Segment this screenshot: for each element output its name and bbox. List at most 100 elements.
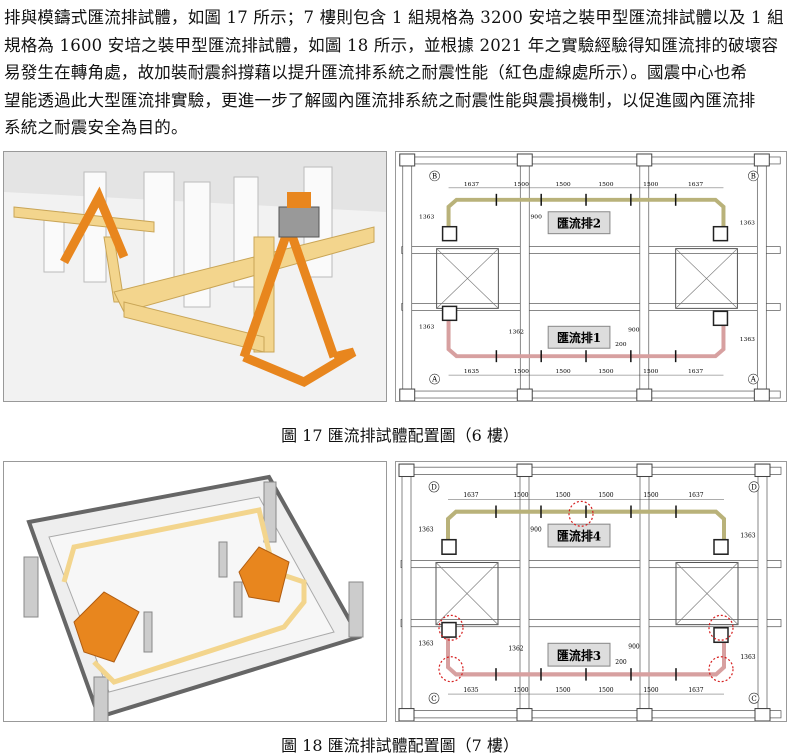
support-frame [713,538,729,555]
dimension-label: 1500 [514,368,529,375]
grid-axis-label: C [431,694,437,703]
column [639,463,650,720]
grid-axis-marker [748,481,760,493]
paragraph-line: 易發生在轉角處，故加裝耐震斜撐藉以提升匯流排系統之耐震性能（紅色虛線處所示）。國… [4,63,748,82]
plan-bg [396,462,786,721]
support-frame [441,538,457,555]
dimension-label: 1362 [509,328,524,335]
label-box [547,642,611,667]
column-cap [753,153,770,167]
beam [400,710,782,719]
column-cap [636,463,653,478]
fig17-caption: 圖 17 匯流排試體配置圖（6 樓） [281,426,519,445]
grid-axis-label: C [751,694,757,703]
grid-axis-marker [428,481,440,493]
column-cap [398,463,415,478]
paragraph-line: 系統之耐震安全為目的。 [4,118,188,137]
dimension-label: 1363 [740,336,755,343]
dimension-label: 1363 [419,214,434,221]
beam [401,156,781,165]
beam [401,390,781,399]
column [756,153,767,400]
opening [675,248,738,309]
column-cap [398,708,415,721]
dimension-label: 900 [530,526,542,533]
dimension-label: 1500 [643,687,658,694]
grid-axis-label: D [431,482,437,491]
dimension-label: 1637 [463,492,478,499]
dimension-label: 1500 [513,687,528,694]
dimension-label: 1500 [643,492,658,499]
dimension-label: 1500 [556,368,571,375]
column-cap [516,463,533,478]
column [401,463,412,720]
grid-axis-label: B [751,172,756,180]
paragraph-line: 規格為 1600 安培之裝甲型匯流排試體，如圖 18 所示，並根據 2021 年… [4,35,779,55]
beam [400,560,782,569]
support-frame [441,225,458,242]
brace-highlight-circle [438,656,464,683]
dimension-label: 1363 [418,526,433,533]
beam [400,466,782,475]
fig18-3d-render [3,461,387,722]
beam [400,619,782,628]
opening-cross [436,248,499,309]
beam [401,246,781,254]
grid-axis-marker [429,170,440,182]
column-cap [754,463,771,478]
label-box [547,211,611,235]
support-frame [712,310,729,327]
plan-bg [396,152,786,401]
column [639,153,650,400]
dimension-label: 1363 [740,654,755,661]
column-cap [399,388,416,401]
column-cap [636,388,653,401]
brace-highlight-circle [438,614,464,641]
dimension-label: 1500 [555,687,570,694]
opening-cross [435,562,499,625]
column-cap [636,708,653,721]
busway-label: 匯流排3 [557,648,601,663]
busway-label: 匯流排2 [557,216,601,231]
grid-axis-label: B [432,172,437,180]
dimension-label: 1500 [598,181,613,188]
dimension-label: 1637 [688,492,703,499]
dimension-label: 200 [615,341,627,348]
column [519,153,530,400]
support-frame [441,305,458,322]
grid-axis-label: D [751,482,757,491]
column-cap [516,708,533,721]
dimension-label: 1500 [643,181,658,188]
dimension-label: 1637 [688,368,703,375]
busway-label: 匯流排4 [557,529,601,544]
opening [436,248,499,309]
opening-cross [675,562,739,625]
dimension-label: 1637 [688,687,703,694]
fig18-caption: 圖 18 匯流排試體配置圖（7 樓） [281,736,519,755]
support-frame [713,626,729,644]
label-box [547,325,611,349]
support-frame [712,225,729,242]
label-box [547,523,611,548]
dimension-label: 200 [615,659,627,666]
busway-label: 匯流排1 [557,330,601,345]
dimension-label: 1637 [688,181,703,188]
dimension-label: 1363 [740,533,755,540]
dimension-label: 1500 [598,368,613,375]
dimension-label: 1500 [513,492,528,499]
column [519,463,530,720]
grid-axis-label: A [431,376,438,384]
column-cap [399,153,416,167]
dimension-label: 1500 [643,368,658,375]
opening-cross [675,248,738,309]
grid-axis-marker [748,373,759,385]
grid-axis-marker [748,692,760,704]
column [757,463,768,720]
column-cap [516,388,533,401]
dimension-label: 1362 [508,645,523,652]
column-cap [753,388,770,401]
paragraph-line: 排與模鑄式匯流排試體，如圖 17 所示；7 樓則包含 1 組規格為 3200 安… [4,8,784,27]
grid-axis-marker [429,373,440,385]
